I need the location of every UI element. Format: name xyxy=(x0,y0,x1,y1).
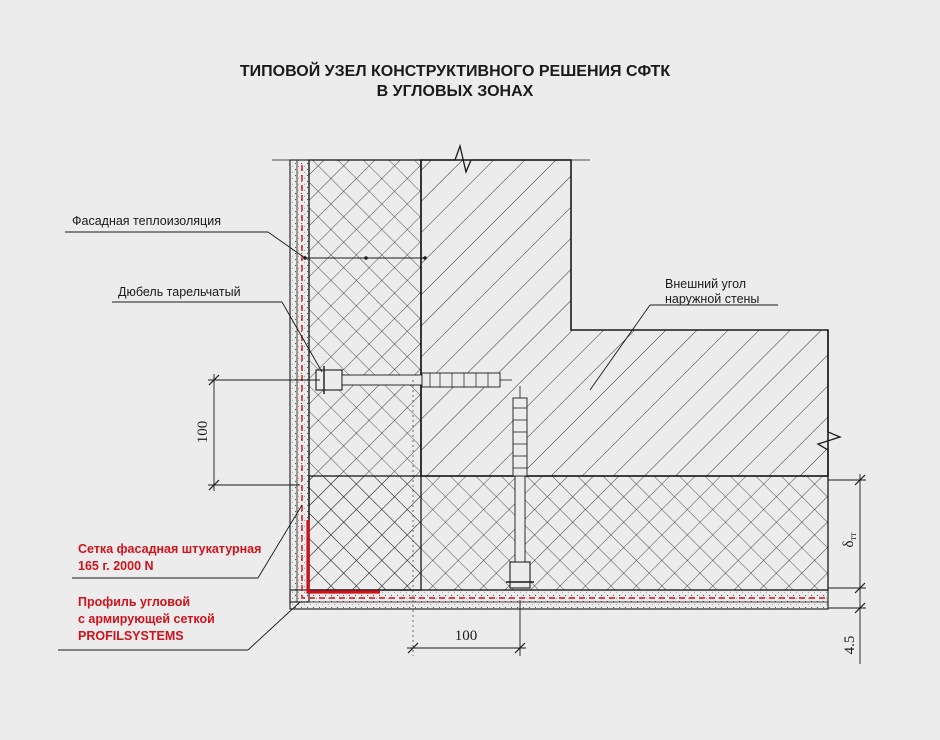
label-insulation: Фасадная теплоизоляция xyxy=(72,214,221,228)
break-mark-right xyxy=(816,330,842,476)
corner-profile xyxy=(306,520,380,594)
dimension-plaster-label: 4.5 xyxy=(842,636,858,655)
dimension-vertical-label: 100 xyxy=(195,421,211,444)
label-dowel: Дюбель тарельчатый xyxy=(118,285,241,299)
insulation-horizontal xyxy=(308,475,829,591)
label-corner-2: наружной стены xyxy=(665,292,759,306)
title-line-2: В УГЛОВЫХ ЗОНАХ xyxy=(377,83,534,100)
label-profile-2: с армирующей сеткой xyxy=(78,612,215,626)
dimension-thickness xyxy=(828,474,866,664)
label-profile-3: PROFILSYSTEMS xyxy=(78,629,184,643)
title-line-1: ТИПОВОЙ УЗЕЛ КОНСТРУКТИВНОГО РЕШЕНИЯ СФТ… xyxy=(240,61,670,80)
label-corner-1: Внешний угол xyxy=(665,277,746,291)
dowel-horizontal xyxy=(315,366,512,394)
dowel-vertical xyxy=(506,386,534,589)
label-mesh-2: 165 г. 2000 N xyxy=(78,559,154,573)
label-profile-1: Профиль угловой xyxy=(78,595,190,609)
dimension-vertical xyxy=(208,374,320,491)
plaster-horizontal xyxy=(289,589,829,610)
dimension-thickness-label: δтт xyxy=(841,532,858,547)
mesh-line xyxy=(301,165,828,599)
dimension-horizontal-label: 100 xyxy=(455,628,478,644)
dimension-horizontal xyxy=(407,380,526,656)
label-mesh-1: Сетка фасадная штукатурная xyxy=(78,542,261,556)
wall-section xyxy=(420,159,829,477)
plaster-vertical xyxy=(289,159,310,603)
